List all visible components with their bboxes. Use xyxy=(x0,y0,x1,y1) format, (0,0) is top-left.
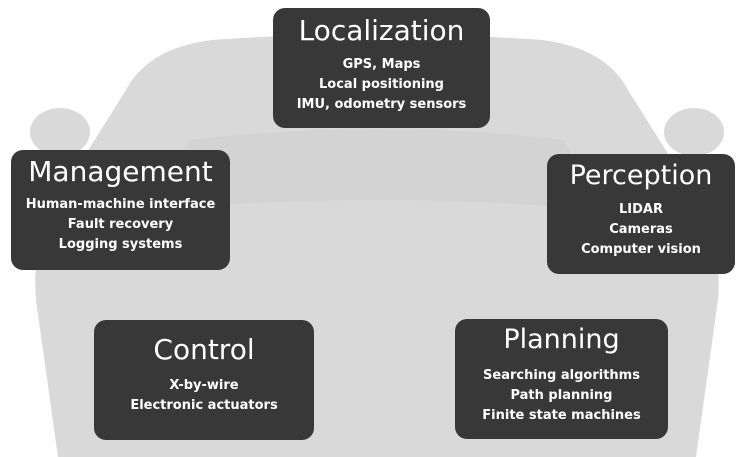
perception-title: Perception xyxy=(569,160,713,191)
planning-item: Path planning xyxy=(510,388,613,403)
perception-items: LIDAR Cameras Computer vision xyxy=(547,200,735,260)
localization-item: IMU, odometry sensors xyxy=(296,97,467,112)
management-box: Management Human-machine interface Fault… xyxy=(11,150,230,270)
localization-item: Local positioning xyxy=(319,77,444,92)
localization-items: GPS, Maps Local positioning IMU, odometr… xyxy=(273,55,490,115)
planning-title: Planning xyxy=(503,324,620,355)
management-item: Logging systems xyxy=(58,237,183,252)
control-item: X-by-wire xyxy=(169,378,239,393)
management-item: Fault recovery xyxy=(67,217,174,232)
windshield xyxy=(154,129,600,210)
localization-box: Localization GPS, Maps Local positioning… xyxy=(273,8,490,128)
control-title: Control xyxy=(153,333,255,366)
control-items: X-by-wire Electronic actuators xyxy=(94,376,314,416)
localization-item: GPS, Maps xyxy=(342,57,421,72)
control-item: Electronic actuators xyxy=(130,398,278,413)
perception-item: Computer vision xyxy=(581,242,701,257)
localization-title: Localization xyxy=(298,14,465,47)
control-box: Control X-by-wire Electronic actuators xyxy=(94,320,314,440)
right-mirror xyxy=(664,108,724,156)
planning-box: Planning Searching algorithms Path plann… xyxy=(455,319,668,439)
perception-box: Perception LIDAR Cameras Computer vision xyxy=(547,154,735,274)
planning-item: Finite state machines xyxy=(482,408,641,423)
management-items: Human-machine interface Fault recovery L… xyxy=(11,195,230,255)
left-mirror xyxy=(30,108,90,156)
planning-item: Searching algorithms xyxy=(483,368,640,383)
management-item: Human-machine interface xyxy=(25,197,216,212)
perception-item: Cameras xyxy=(609,222,673,237)
management-title: Management xyxy=(28,155,213,188)
perception-item: LIDAR xyxy=(619,202,663,217)
planning-items: Searching algorithms Path planning Finit… xyxy=(455,366,668,426)
